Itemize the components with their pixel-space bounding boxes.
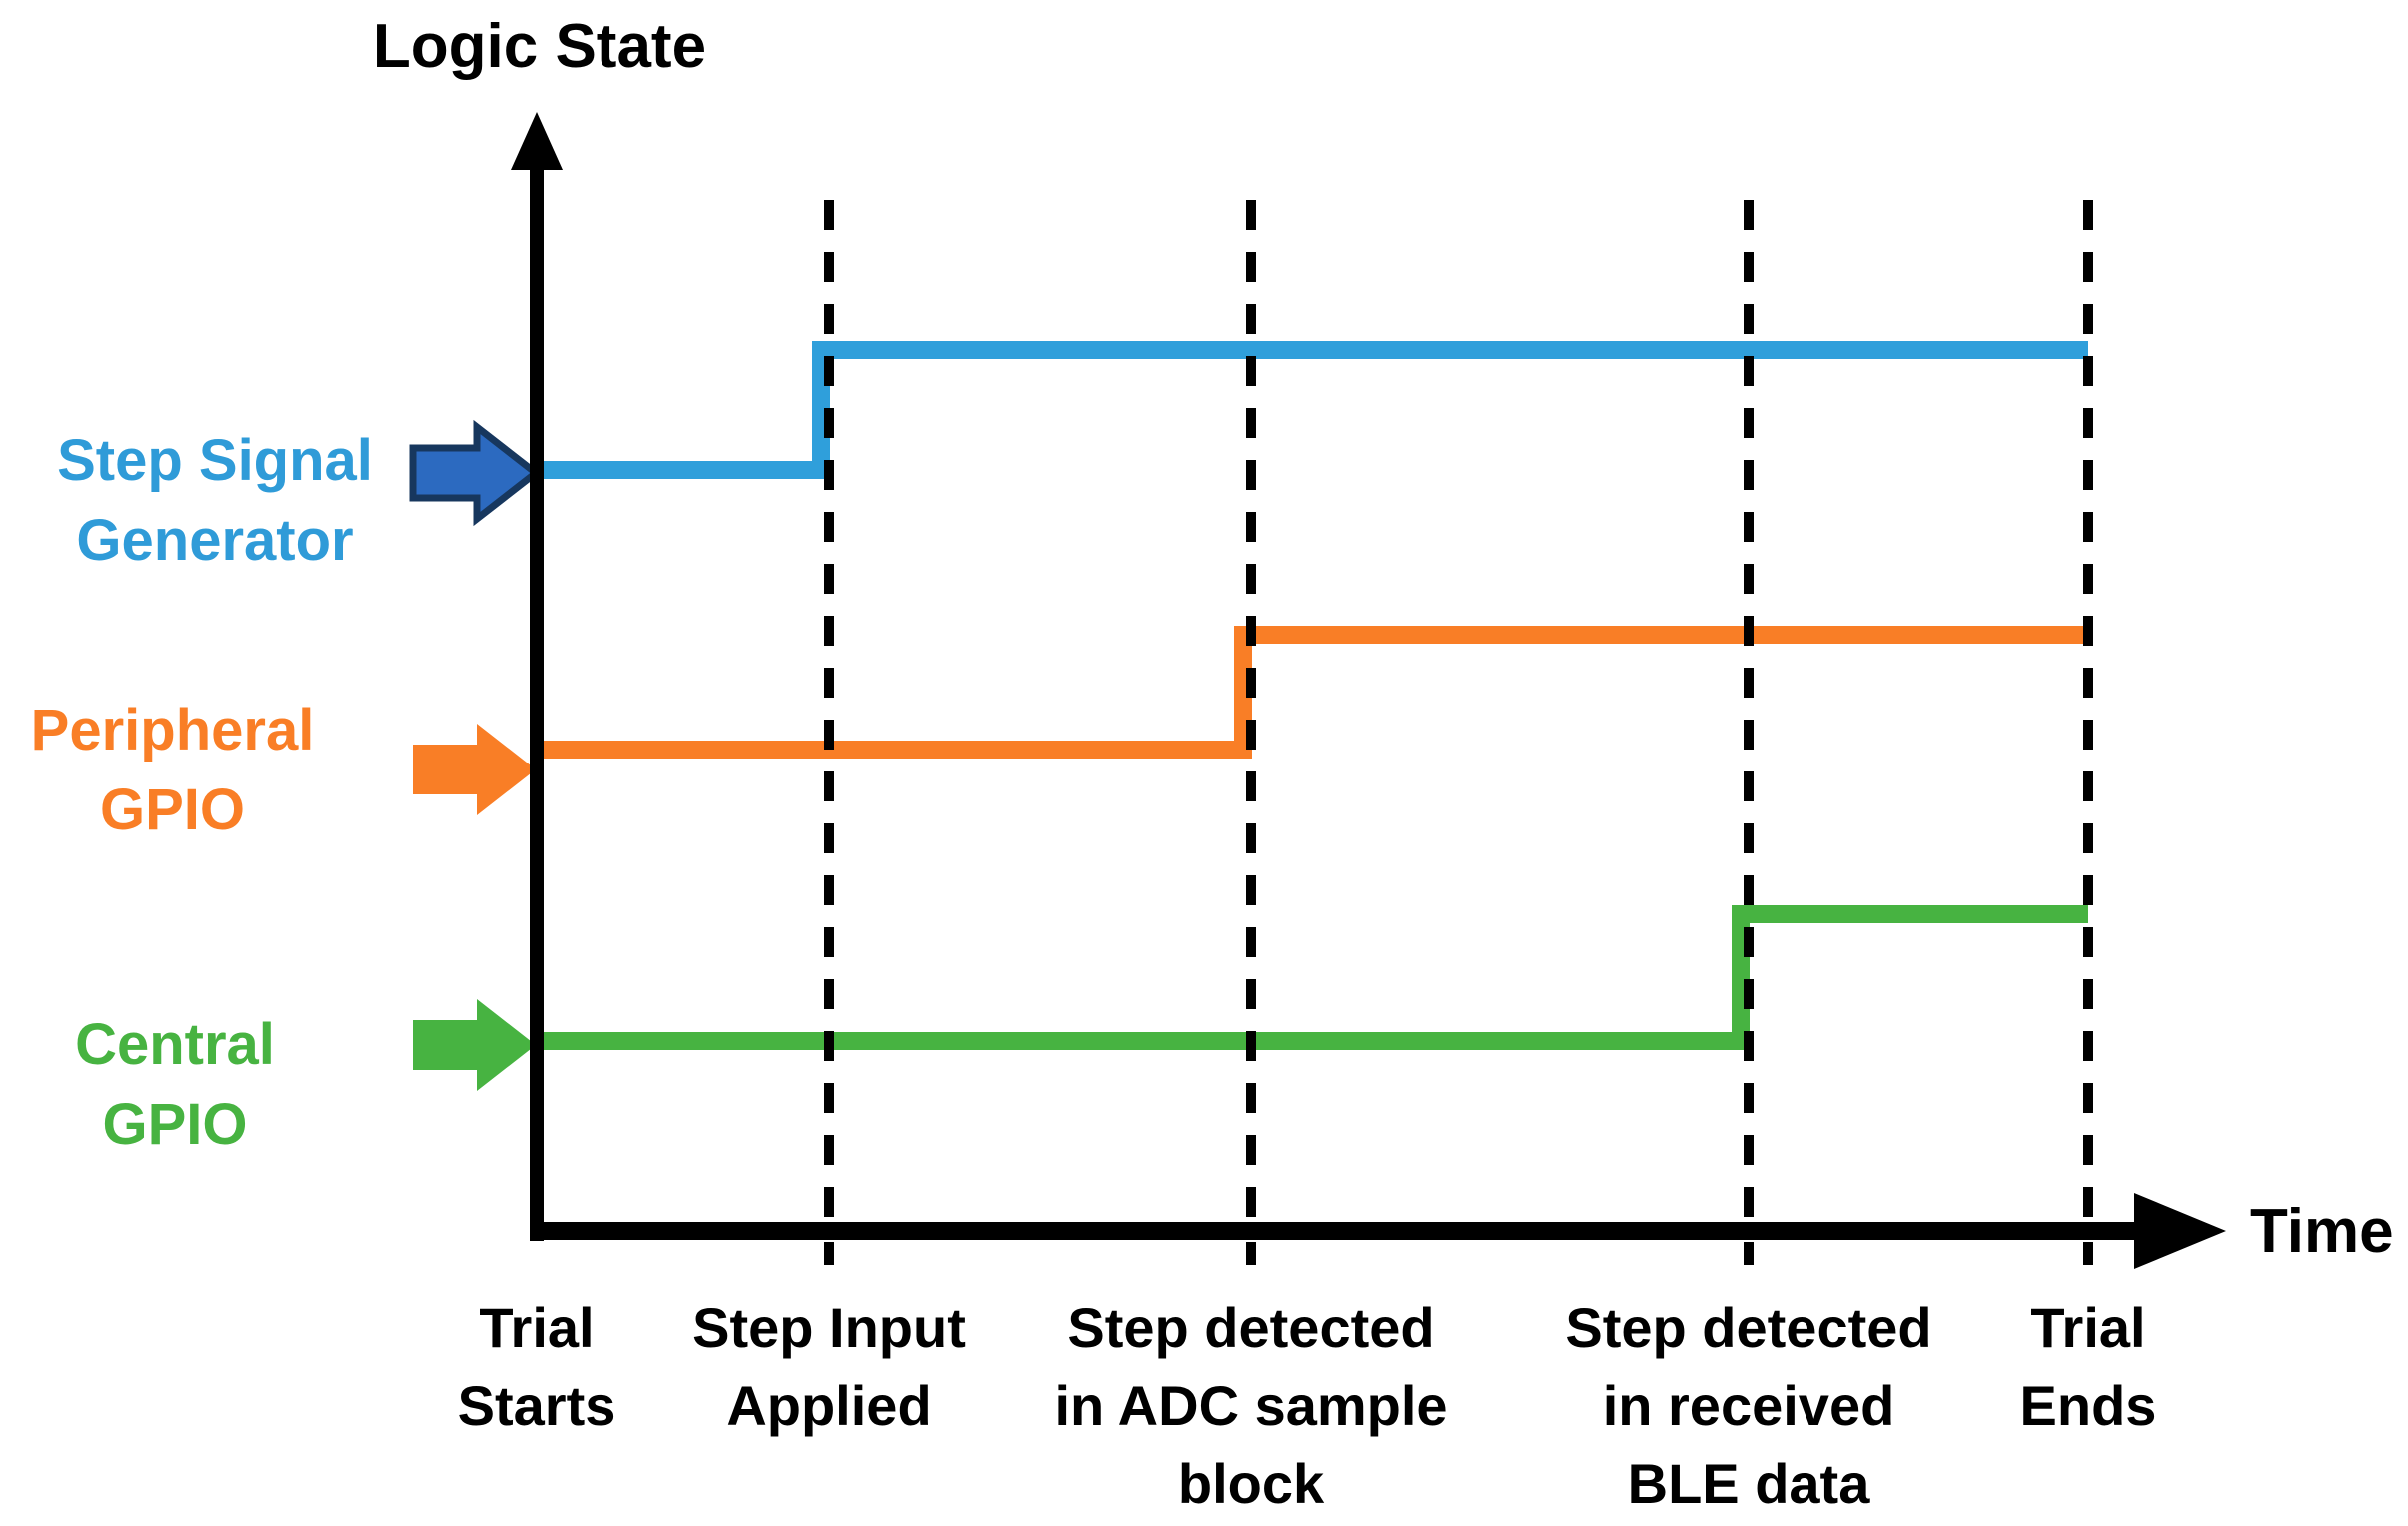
- y-axis-line: [530, 150, 544, 1241]
- arrow-icon-peripheral-gpio: [413, 724, 536, 815]
- event-label-trial-starts: Trial Starts: [457, 1296, 616, 1437]
- signal-label-central-gpio: Central GPIO: [75, 1012, 275, 1157]
- x-axis-title: Time: [2250, 1197, 2394, 1266]
- arrow-icon-step-signal-generator: [409, 419, 542, 527]
- event-gridlines: [824, 200, 2093, 1265]
- event-label-step-input-applied: Step Input Applied: [692, 1296, 966, 1437]
- y-axis-title: Logic State: [372, 12, 707, 81]
- signal-label-step-signal-generator: Step Signal Generator: [57, 428, 373, 573]
- y-axis-arrowhead-icon: [511, 112, 563, 170]
- x-axis-line: [530, 1222, 2140, 1240]
- event-label-step-detected-adc: Step detected in ADC sample block: [1054, 1296, 1448, 1515]
- event-label-trial-ends: Trial Ends: [2019, 1296, 2157, 1437]
- event-label-step-detected-ble: Step detected in received BLE data: [1565, 1296, 1932, 1515]
- signal-line-central-gpio: [544, 905, 2088, 1050]
- signal-label-peripheral-gpio: Peripheral GPIO: [30, 698, 315, 842]
- signal-line-peripheral-gpio: [544, 626, 2088, 759]
- signal-line-step-signal-generator: [544, 341, 2088, 479]
- arrow-icon-central-gpio: [413, 999, 536, 1091]
- x-axis-arrowhead-icon: [2134, 1193, 2226, 1269]
